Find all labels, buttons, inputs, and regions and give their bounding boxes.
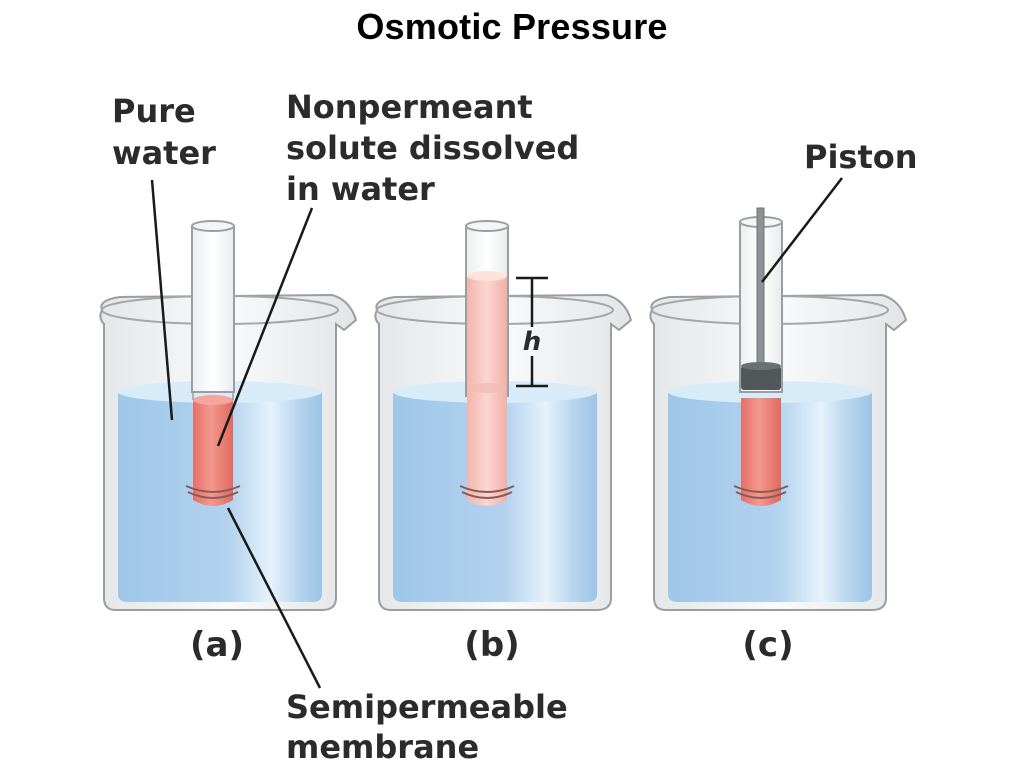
solution-column bbox=[741, 398, 781, 506]
page-title: Osmotic Pressure bbox=[356, 6, 668, 47]
tube-b bbox=[459, 220, 515, 506]
solute-label: Nonpermeant solute dissolved in water bbox=[286, 88, 590, 208]
membrane-band bbox=[733, 485, 789, 499]
piston-leader bbox=[761, 177, 843, 283]
pure-water-leader bbox=[150, 179, 174, 421]
panel-label-b: (b) bbox=[464, 625, 519, 665]
membrane-label: Semipermeable membrane bbox=[286, 688, 579, 766]
height-label: h bbox=[523, 327, 542, 357]
solute-leader bbox=[216, 207, 314, 447]
membrane-band bbox=[185, 485, 241, 499]
panel-label-c: (c) bbox=[742, 625, 793, 665]
pure-water-label: Pure water bbox=[112, 92, 216, 172]
membrane-leader bbox=[226, 507, 322, 689]
panel-label-a: (a) bbox=[190, 625, 244, 665]
height-marker bbox=[516, 276, 548, 388]
tube-a bbox=[185, 220, 241, 506]
membrane-band bbox=[459, 485, 515, 499]
piston-label: Piston bbox=[804, 138, 918, 176]
piston bbox=[741, 207, 781, 390]
leader-lines bbox=[150, 177, 843, 689]
solution-column bbox=[193, 400, 233, 506]
